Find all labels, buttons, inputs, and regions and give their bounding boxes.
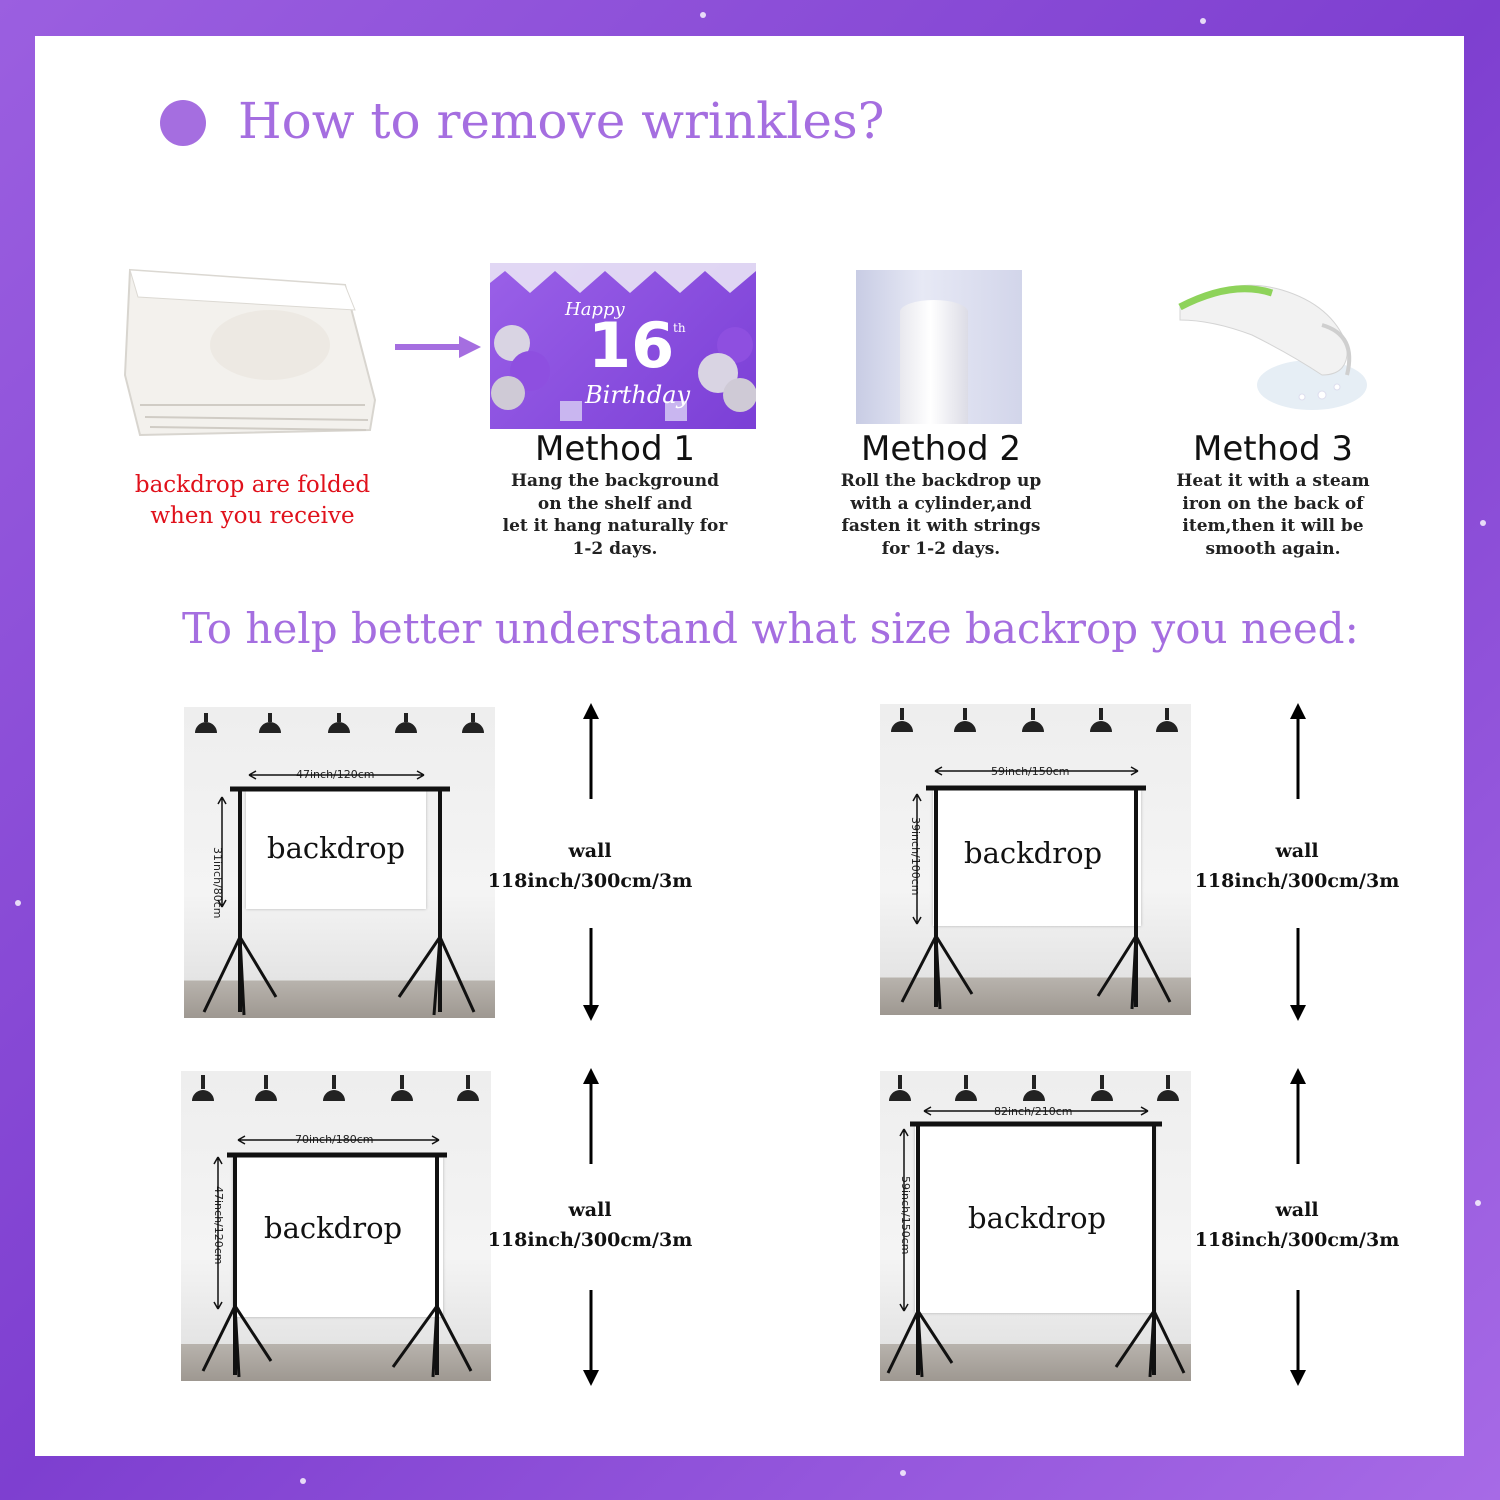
method-1: Method 1 Hang the background on the shel… (490, 430, 740, 560)
page-title: How to remove wrinkles? (238, 92, 885, 150)
backdrop-cloth (233, 1157, 443, 1317)
wall-size-label: wall 118inch/300cm/3m (487, 840, 693, 892)
size-section-title: To help better understand what size back… (182, 604, 1359, 653)
method-title: Method 1 (535, 429, 695, 469)
wall-height-arrow (583, 1068, 599, 1386)
banner-birthday: Birthday (585, 381, 691, 409)
size-diagram-2: backdrop 59inch/150cm 39inch/100cm (880, 704, 1191, 1015)
method-description: Heat it with a steam iron on the back of… (1176, 471, 1370, 559)
size-diagram-1: backdrop 47inch/120cm 31inch/80cm (184, 707, 495, 1018)
method-3: Method 3 Heat it with a steam iron on th… (1148, 430, 1398, 560)
birthday-banner-image: Happy 16 th Birthday (490, 263, 756, 429)
backdrop-cloth (915, 1125, 1155, 1313)
backdrop-cloth (933, 790, 1141, 926)
wall-size-label: wall 118inch/300cm/3m (487, 1199, 693, 1251)
method-description: Hang the background on the shelf and let… (502, 471, 728, 559)
wall-height-arrow (1290, 1068, 1306, 1386)
size-diagram-4: backdrop 82inch/210cm 59inch/150cm (880, 1071, 1191, 1381)
stand-drawing (192, 1075, 479, 1378)
stand-drawing (891, 708, 1178, 1010)
backdrop-label: backdrop (267, 831, 406, 865)
stand-drawing (886, 1075, 1186, 1378)
banner-suffix: th (673, 321, 686, 335)
method-title: Method 3 (1193, 429, 1353, 469)
banner-happy: Happy (565, 299, 625, 320)
banner-number: 16 (588, 309, 675, 382)
backdrop-label: backdrop (964, 836, 1103, 870)
banner-decor (490, 263, 756, 421)
method-title: Method 2 (861, 429, 1021, 469)
folded-backdrop-image (123, 268, 377, 437)
bullet-dot (160, 100, 206, 146)
backdrop-cloth (246, 791, 426, 909)
steam-iron-image (1178, 284, 1367, 410)
backdrop-label: backdrop (264, 1211, 403, 1245)
wall-size-label: wall 118inch/300cm/3m (1194, 840, 1400, 892)
method-description: Roll the backdrop up with a cylinder,and… (840, 471, 1042, 559)
stand-drawing (195, 713, 484, 1016)
backdrop-label: backdrop (968, 1201, 1107, 1235)
folded-note: backdrop are folded when you receive (134, 472, 371, 529)
method-2: Method 2 Roll the backdrop up with a cyl… (816, 430, 1066, 560)
wall-height-arrow (583, 703, 599, 1021)
wall-height-arrow (1290, 703, 1306, 1021)
wall-size-label: wall 118inch/300cm/3m (1194, 1199, 1400, 1251)
rolled-backdrop-image (856, 270, 1022, 424)
cylinder (900, 300, 968, 424)
right-arrow-icon (395, 336, 481, 358)
size-diagram-3: backdrop 70inch/180cm 47inch/120cm (181, 1071, 491, 1381)
